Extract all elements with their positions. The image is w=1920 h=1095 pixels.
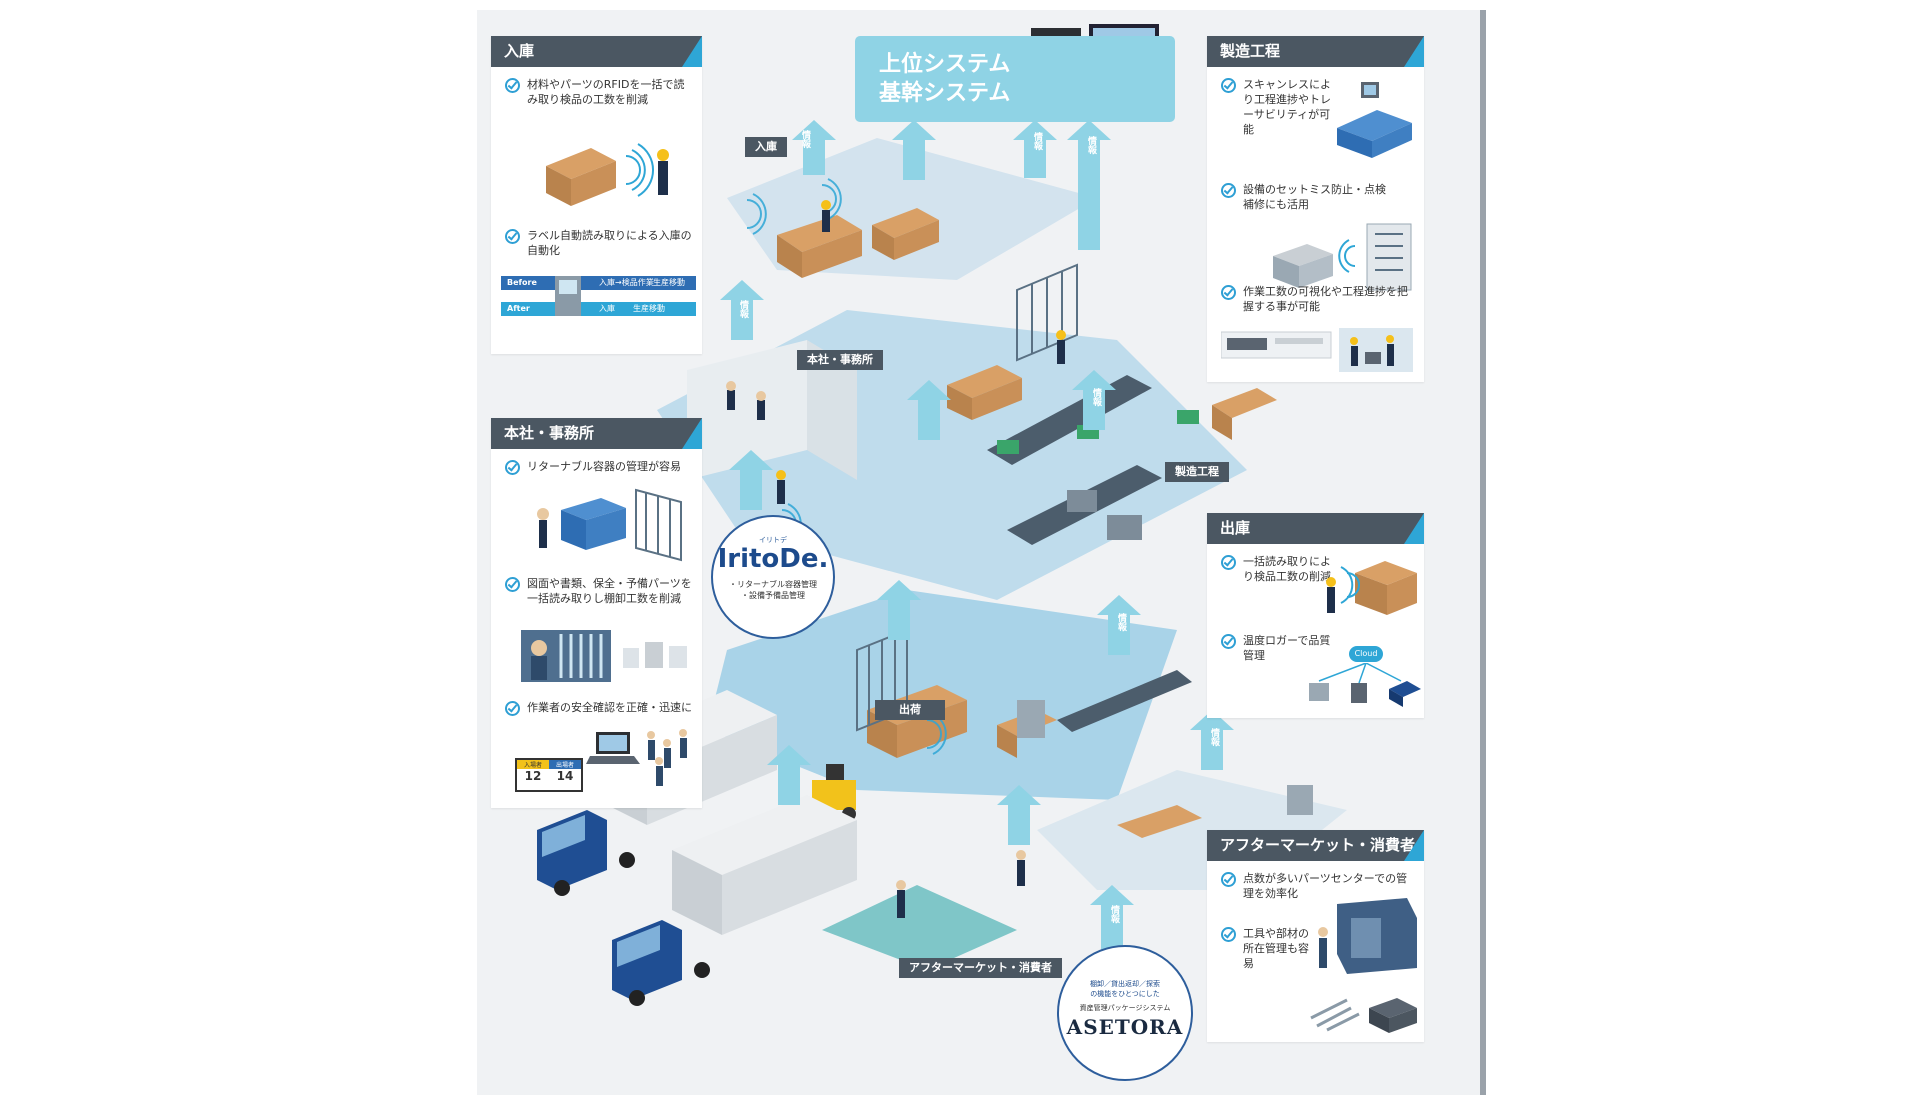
green-bins	[997, 410, 1199, 454]
counter-in-value: 12	[524, 769, 542, 783]
info-label: 情報	[738, 300, 748, 318]
inbound-rfid-illustration	[546, 143, 669, 206]
info-label: 情報	[1109, 905, 1119, 923]
panel-outbound-item: 一括読み取りにより検品工数の削減	[1221, 554, 1335, 584]
equipment-setup-illustration	[1273, 223, 1412, 291]
panel-manufacturing: 製造工程 スキャンレスにより工程進捗やトレーサビリティが可能 設備のセットミス防…	[1207, 36, 1424, 382]
panel-manufacturing-item: 設備のセットミス防止・点検補修にも活用	[1221, 182, 1393, 212]
poster-edge	[1480, 10, 1486, 1095]
top-system-line2: 基幹システム	[879, 81, 1011, 106]
asetora-line-1: 棚卸／貸出返却／探索	[1090, 980, 1160, 988]
panel-aftermarket-title: アフターマーケット・消費者	[1207, 830, 1424, 861]
info-arrows	[720, 120, 1234, 950]
panel-manufacturing-title: 製造工程	[1207, 36, 1424, 67]
flow-after-label: After	[507, 304, 530, 313]
panel-outbound-title: 出庫	[1207, 513, 1424, 544]
counter-out-value: 14	[556, 769, 574, 783]
entry-counter: 入場者 出場者 12 14	[515, 758, 583, 792]
workers	[726, 200, 1066, 918]
asetora-line-2: の機能をひとつにした	[1090, 990, 1160, 998]
check-icon	[1221, 872, 1236, 887]
info-label: 情報	[1091, 388, 1101, 406]
panel-inbound: 入庫 材料やパーツのRFIDを一括で読み取り検品の工数を削減 ラベル自動読み取り…	[491, 36, 702, 354]
panel-office-title: 本社・事務所	[491, 418, 702, 449]
cloud-icon: Cloud	[1349, 646, 1383, 662]
check-icon	[505, 460, 520, 475]
scene-label-inbound: 入庫	[745, 137, 787, 157]
check-icon	[505, 229, 520, 244]
flow-before-label: Before	[507, 278, 537, 287]
panel-outbound: 出庫 一括読み取りにより検品工数の削減 温度ロガーで品質管理 Cloud	[1207, 513, 1424, 718]
temperature-logger-illustration	[1309, 663, 1421, 707]
parts-center-illustration	[1310, 898, 1417, 1033]
truck-2	[612, 795, 857, 1006]
info-label: 情報	[1116, 613, 1126, 631]
consumer-floor	[822, 885, 1017, 970]
iritode-ruby: イリトデ	[759, 536, 787, 544]
panel-inbound-title: 入庫	[491, 36, 702, 67]
check-icon	[505, 78, 520, 93]
scene-label-office: 本社・事務所	[797, 350, 883, 370]
check-icon	[1221, 634, 1236, 649]
check-icon	[505, 577, 520, 592]
check-icon	[505, 701, 520, 716]
info-label: 情報	[800, 130, 810, 148]
panel-inbound-item: ラベル自動読み取りによる入庫の自動化	[505, 228, 694, 258]
conveyor	[987, 375, 1152, 465]
panel-office-item: リターナブル容器の管理が容易	[505, 459, 694, 475]
machines	[1017, 490, 1313, 815]
iritode-bullet-2: ・設備予備品管理	[741, 591, 805, 600]
asetora-logo: ASETORA	[1066, 1015, 1184, 1039]
asetora-line-3: 資産管理パッケージシステム	[1079, 1004, 1171, 1012]
poster-canvas: 情報 情報 情報 情報 情報 情報 情報 情報 上位システム 基幹システム 入庫…	[477, 10, 1480, 1095]
laptop-workers-illustration	[586, 729, 687, 786]
panel-office-item: 図面や書類、保全・予備パーツを一括読み取りし棚卸工数を削減	[505, 576, 694, 606]
check-icon	[1221, 183, 1236, 198]
flow-after: After 入庫 生産移動	[501, 302, 696, 316]
scanner-gate-icon	[555, 276, 581, 316]
top-system-line1: 上位システム	[879, 52, 1011, 77]
check-icon	[1221, 927, 1236, 942]
counter-in-label: 入場者	[517, 760, 549, 769]
document-parts-illustration	[521, 630, 687, 682]
panel-aftermarket: アフターマーケット・消費者 点数が多いパーツセンターでの管理を効率化 工具や部材…	[1207, 830, 1424, 1042]
panel-aftermarket-item: 工具や部材の所在管理も容易	[1221, 926, 1313, 971]
cloud-label: Cloud	[1354, 649, 1378, 658]
counter-out-label: 出場者	[549, 760, 581, 769]
iritode-badge: イリトデ IritoDe. ・リターナブル容器管理 ・設備予備品管理	[711, 515, 835, 639]
workload-visualization-illustration	[1221, 328, 1413, 372]
info-label: 情報	[1032, 132, 1042, 150]
traceability-illustration	[1337, 82, 1412, 158]
scene-label-manufacturing: 製造工程	[1165, 462, 1229, 482]
panel-outbound-item: 温度ロガーで品質管理	[1221, 633, 1335, 663]
panel-aftermarket-item: 点数が多いパーツセンターでの管理を効率化	[1221, 871, 1416, 901]
panel-manufacturing-item: スキャンレスにより工程進捗やトレーサビリティが可能	[1221, 77, 1335, 137]
iritode-bullet-1: ・リターナブル容器管理	[729, 580, 817, 589]
flow-before: Before 入庫→検品作業 生産移動	[501, 276, 696, 290]
returnable-container-illustration	[537, 488, 682, 562]
panel-office: 本社・事務所 リターナブル容器の管理が容易 図面や書類、保全・予備パーツを一括読…	[491, 418, 702, 808]
conveyor	[1057, 670, 1192, 732]
check-icon	[1221, 555, 1236, 570]
check-icon	[1221, 285, 1236, 300]
info-label: 情報	[1209, 728, 1219, 746]
panel-manufacturing-item: 作業工数の可視化や工程進捗を把握する事が可能	[1221, 284, 1416, 314]
check-icon	[1221, 78, 1236, 93]
scene-label-shipping: 出荷	[875, 700, 945, 720]
panel-office-item: 作業者の安全確認を正確・迅速に	[505, 700, 694, 716]
scene-label-aftermarket: アフターマーケット・消費者	[899, 958, 1062, 978]
iritode-logo: IritoDe.	[717, 544, 829, 574]
info-label: 情報	[1086, 136, 1096, 154]
asetora-badge: 棚卸／貸出返却／探索 の機能をひとつにした 資産管理パッケージシステム ASET…	[1057, 945, 1193, 1081]
panel-inbound-item: 材料やパーツのRFIDを一括で読み取り検品の工数を削減	[505, 77, 694, 107]
factory-scene	[537, 24, 1347, 1006]
batch-read-illustration	[1326, 561, 1417, 615]
top-system-box: 上位システム 基幹システム	[855, 36, 1175, 122]
